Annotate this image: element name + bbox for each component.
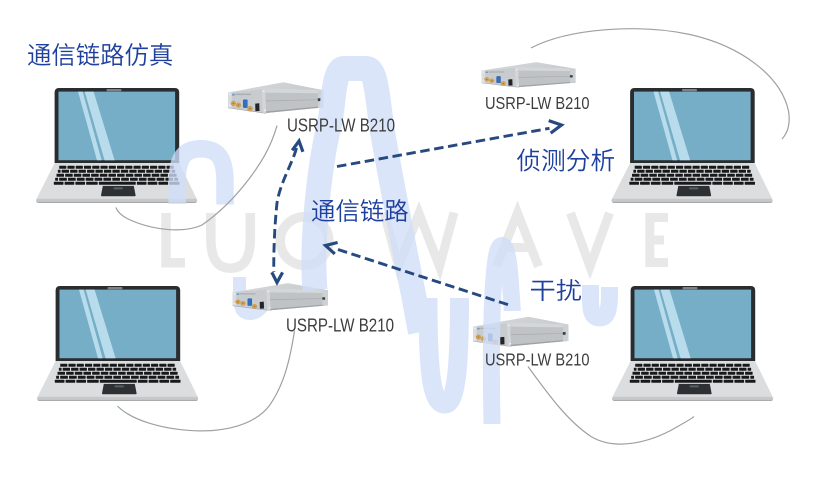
svg-text:USRP-LW B210: USRP-LW B210 bbox=[485, 349, 590, 369]
svg-text:USRP-LW B210: USRP-LW B210 bbox=[286, 314, 394, 335]
svg-text:USRP-LW B210: USRP-LW B210 bbox=[287, 114, 395, 135]
svg-text:USRP-LW B210: USRP-LW B210 bbox=[485, 93, 590, 113]
